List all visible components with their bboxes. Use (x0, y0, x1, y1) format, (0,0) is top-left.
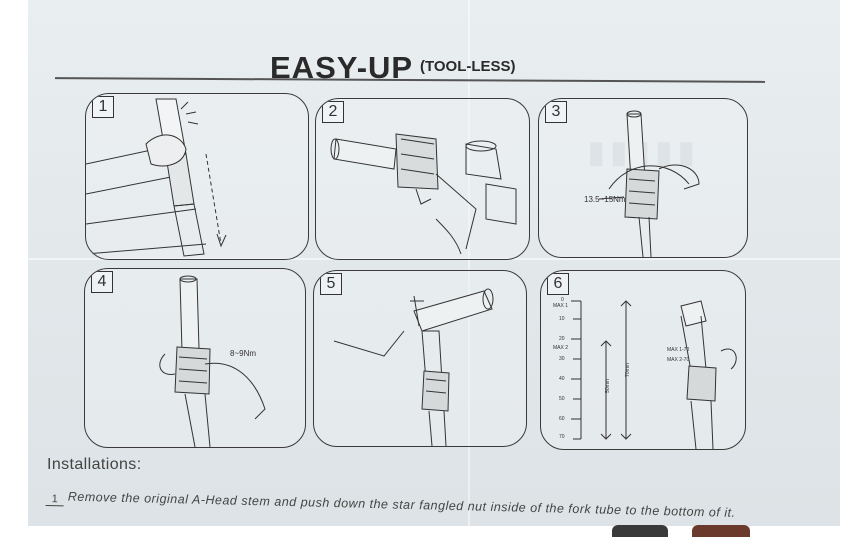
ruler-tick-60: 60 (559, 416, 565, 422)
step-panel-1: 1 (85, 93, 309, 260)
illustration-preload-bolt (314, 271, 526, 446)
dimension-70mm: 70mm (625, 363, 631, 377)
installations-heading: Installations: (47, 456, 142, 474)
ruler-tick-0: 0 (561, 297, 564, 303)
step-number: 4 (91, 271, 113, 293)
step-panel-3: 3 13.5~15Nm (538, 98, 748, 258)
torque-label: 13.5~15Nm (584, 195, 626, 204)
background-object (692, 525, 750, 537)
illustration-tighten-clamp (539, 99, 747, 257)
ruler-max2-label: MAX 2 (553, 345, 568, 351)
ruler-max1-label: MAX 1 (553, 303, 568, 309)
page-subtitle: (TOOL-LESS) (420, 58, 516, 75)
step-panel-4: 4 8~9Nm (84, 268, 306, 448)
ruler-tick-30: 30 (559, 356, 565, 362)
illustration-shim-fit (316, 99, 529, 259)
ruler-tick-40: 40 (559, 376, 565, 382)
dimension-50mm: 50mm (605, 379, 611, 393)
torque-label: 8~9Nm (230, 349, 256, 358)
step-number: 2 (322, 101, 344, 123)
ruler-tick-50: 50 (559, 396, 565, 402)
header: EASY-UP (TOOL-LESS) (0, 50, 863, 90)
background-object (612, 525, 668, 537)
installation-step-index: 1 (46, 493, 64, 506)
ruler-tick-10: 10 (559, 316, 565, 322)
ruler-tick-20: 20 (559, 336, 565, 342)
illustration-height-ruler (541, 271, 745, 449)
max2-note: MAX 2-70 (667, 357, 689, 363)
illustration-torque-lever (85, 269, 305, 447)
illustration-insert-steerer (86, 94, 308, 259)
step-number: 1 (92, 96, 114, 118)
step-panel-6: 6 MAX 1 MAX 2 0 10 20 30 40 50 60 70 50m… (540, 270, 746, 450)
step-number: 6 (547, 273, 569, 295)
step-panel-5: 5 (313, 270, 527, 447)
step-number: 5 (320, 273, 342, 295)
step-panel-2: 2 (315, 98, 530, 260)
ruler-tick-70: 70 (559, 434, 565, 440)
max1-note: MAX 1-70 (667, 347, 689, 353)
step-number: 3 (545, 101, 567, 123)
page-title: EASY-UP (270, 50, 413, 86)
